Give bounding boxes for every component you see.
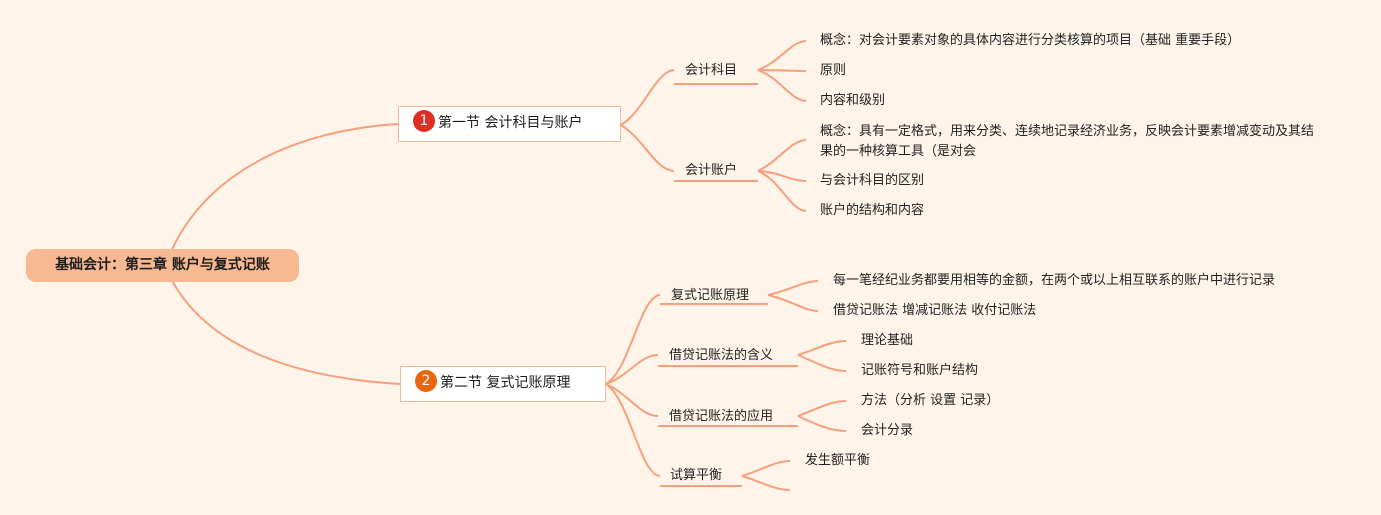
topic-shisuan-pingheng[interactable]: 试算平衡 — [670, 468, 723, 483]
leaf-hanyi-theory[interactable]: 理论基础 — [861, 333, 914, 348]
topic-kuaijikemu[interactable]: 会计科目 — [685, 63, 738, 78]
connector-s2-topic-1 — [605, 294, 661, 385]
connector-s1-topic-1 — [620, 69, 675, 126]
leaf-zhanghu-concept[interactable]: 概念：具有一定格式，用来分类、连续地记录经济业务，反映会计要素增减变动及其结果的… — [820, 124, 1315, 159]
leaf-hanyi-symbols[interactable]: 记账符号和账户结构 — [861, 363, 979, 378]
topic-fushijizhangyuanli[interactable]: 复式记账原理 — [671, 288, 750, 303]
connector-s2-topic-3 — [605, 383, 659, 417]
leaf-zhanghu-difference[interactable]: 与会计科目的区别 — [820, 173, 925, 188]
root-node[interactable]: 基础会计：第三章 账户与复式记账 — [26, 249, 299, 282]
connector-root-section-1 — [164, 123, 399, 267]
connector-s2-topic-4 — [605, 383, 661, 477]
leaf-yingyong-entry[interactable]: 会计分录 — [861, 423, 914, 438]
connector-root-section-2 — [164, 265, 401, 385]
leaf-shisuan-fashenge[interactable]: 发生额平衡 — [805, 453, 871, 468]
connector-s1-topic-2 — [620, 124, 675, 172]
leaf-fushi-methods[interactable]: 借贷记账法 增减记账法 收付记账法 — [833, 303, 1037, 318]
leaf-kemu-content-level[interactable]: 内容和级别 — [820, 93, 886, 108]
leaf-fushi-definition[interactable]: 每一笔经纪业务都要用相等的金额，在两个或以上相互联系的账户中进行记录 — [833, 273, 1276, 288]
section-2-title: 第二节 复式记账原理 — [440, 375, 571, 391]
leaf-kemu-principle[interactable]: 原则 — [820, 63, 847, 78]
topic-kuaijizhanghu[interactable]: 会计账户 — [685, 163, 738, 178]
leaf-yingyong-method[interactable]: 方法（分析 设置 记录） — [861, 393, 1000, 408]
leaf-kemu-concept[interactable]: 概念：对会计要素对象的具体内容进行分类核算的项目（基础 重要手段） — [820, 33, 1241, 48]
section-2-badge: 2 — [415, 370, 437, 392]
leaf-zhanghu-structure[interactable]: 账户的结构和内容 — [820, 203, 925, 218]
topic-jiedai-hanyi[interactable]: 借贷记账法的含义 — [669, 348, 774, 363]
topic-jiedai-yingyong[interactable]: 借贷记账法的应用 — [669, 409, 774, 424]
section-1-badge: 1 — [413, 110, 435, 132]
section-1-title: 第一节 会计科目与账户 — [438, 115, 583, 131]
connector-s2-topic-2 — [605, 354, 659, 385]
